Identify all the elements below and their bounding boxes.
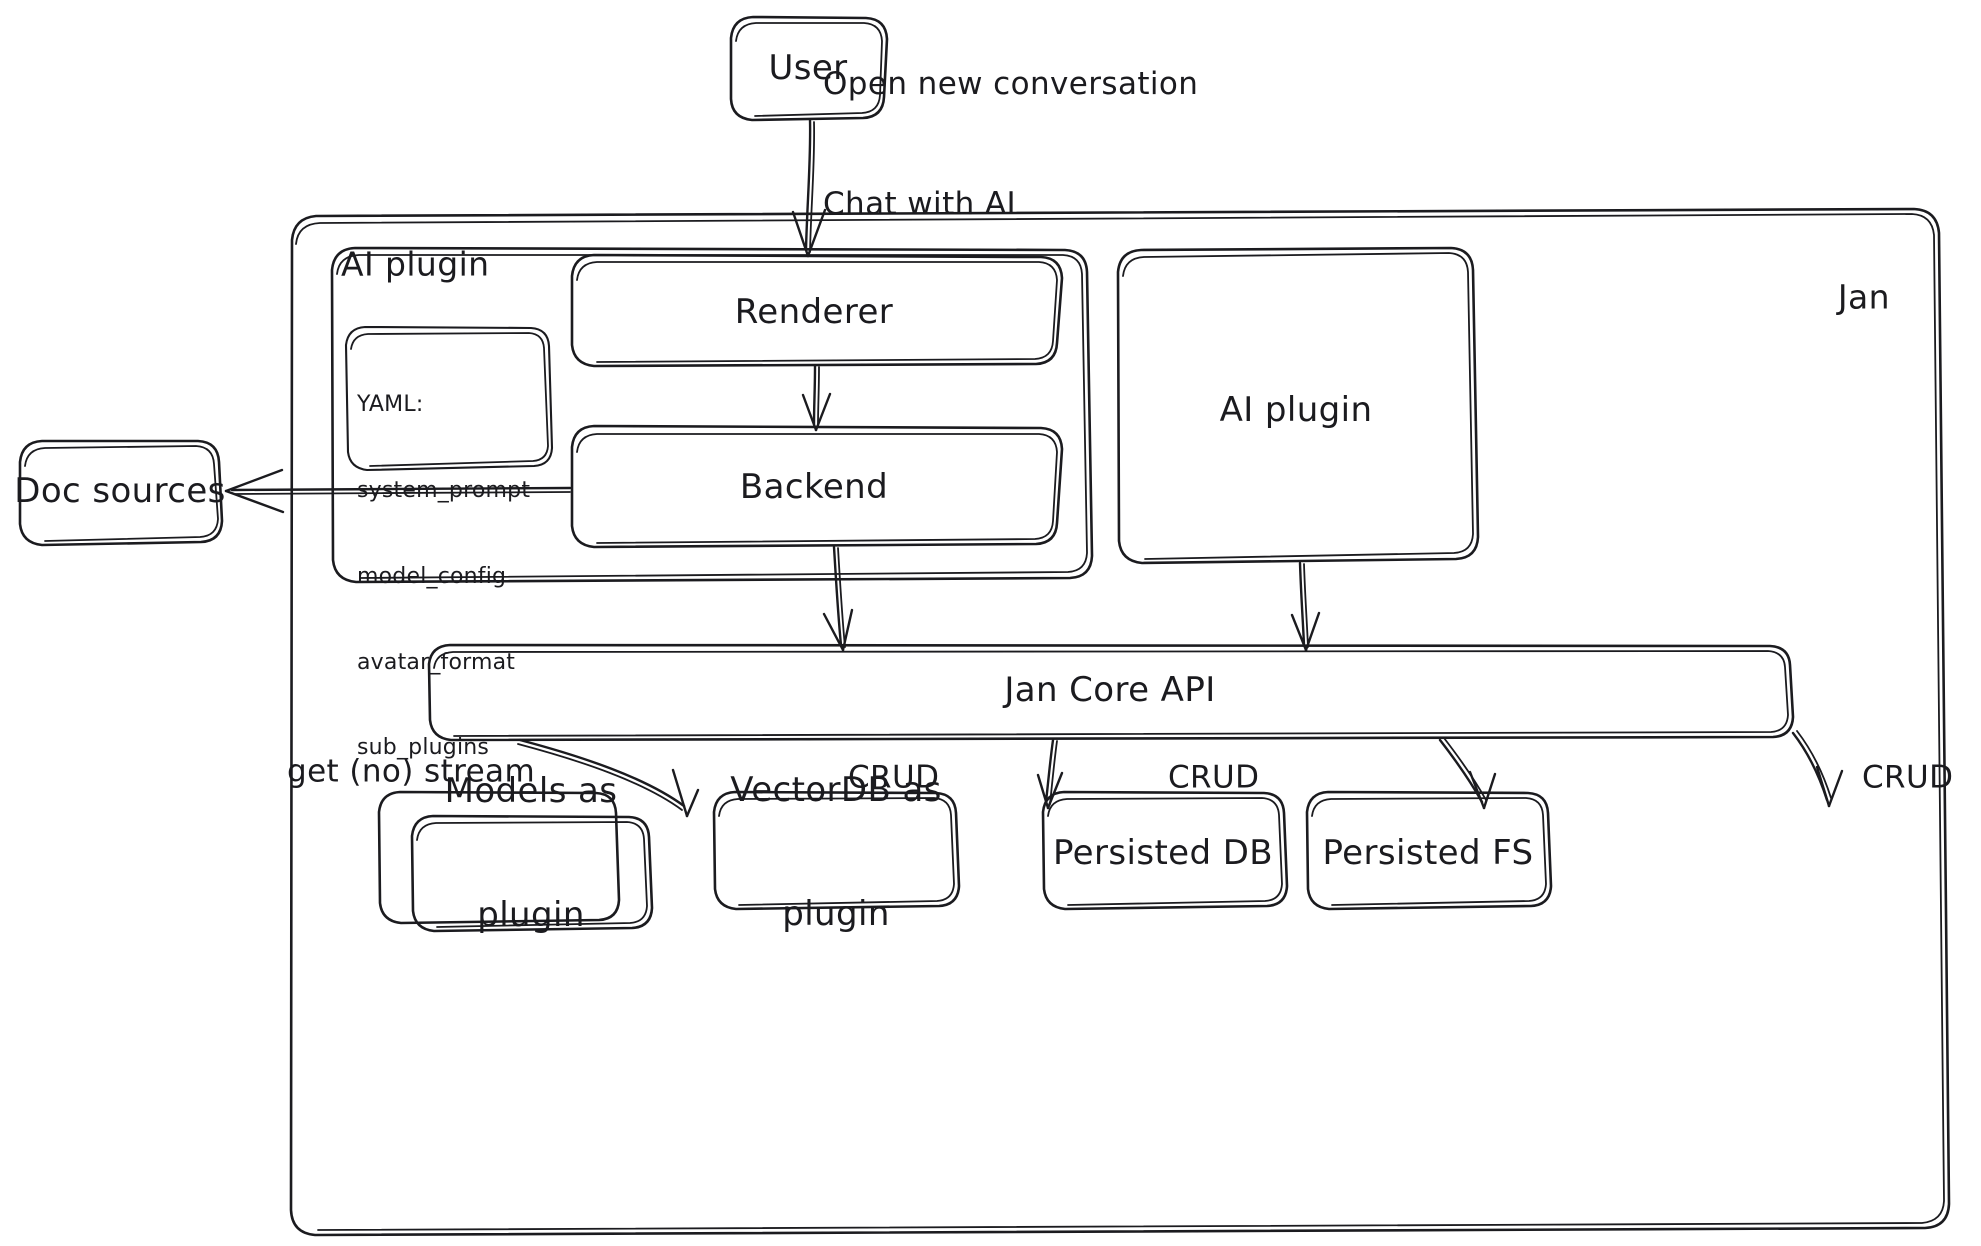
edge-ai-plugin-to-core (1290, 561, 1321, 652)
node-models-plugin-backbox (377, 790, 621, 925)
node-vectordb-plugin-box (712, 790, 961, 911)
node-user-box (729, 15, 889, 122)
node-renderer-box (570, 253, 1064, 368)
edge-user-to-renderer (791, 118, 827, 258)
yaml-note-box (344, 325, 554, 472)
edge-core-to-models (517, 738, 700, 818)
node-jan-core-api-box (427, 643, 1795, 742)
node-persisted-db-box (1041, 790, 1289, 911)
edge-core-to-persisted-db (1438, 737, 1497, 810)
node-persisted-fs-box (1305, 790, 1553, 911)
edge-backend-to-doc-sources (224, 468, 572, 514)
edge-core-to-vectordb (1036, 738, 1064, 810)
group-ai-plugin-border (330, 246, 1094, 584)
node-doc-sources-box (18, 439, 224, 547)
group-jan-border (289, 207, 1951, 1237)
edge-core-to-persisted-fs (1791, 730, 1844, 808)
node-backend-box (570, 424, 1064, 549)
node-models-plugin-box (410, 814, 654, 933)
edge-backend-to-core (822, 545, 854, 652)
node-ai-plugin-box (1116, 246, 1480, 565)
edge-renderer-to-backend (801, 364, 832, 432)
